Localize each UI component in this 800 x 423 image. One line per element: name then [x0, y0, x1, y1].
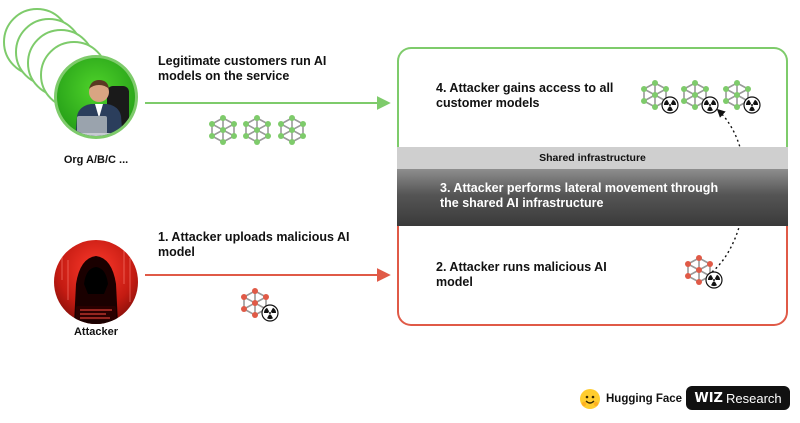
- running-malicious-model-icon: [684, 255, 723, 289]
- upload-malicious-caption: 1. Attacker uploads malicious AI model: [158, 230, 350, 259]
- wiz-mark: WIZ: [694, 390, 723, 406]
- model-icon: [277, 115, 307, 145]
- hugging-face-logo: Hugging Face: [580, 389, 682, 409]
- shared-infrastructure-band: [397, 169, 788, 226]
- shared-infrastructure-label: Shared infrastructure: [397, 147, 788, 169]
- businessman-avatar-icon: [54, 55, 138, 139]
- attacker-label: Attacker: [73, 326, 119, 338]
- step2-caption: 2. Attacker runs malicious AI model: [436, 260, 607, 289]
- compromised-model-icon: [640, 80, 679, 114]
- step4-caption: 4. Attacker gains access to all customer…: [436, 81, 614, 110]
- hugging-face-emoji-icon: [580, 389, 600, 409]
- model-icon: [208, 115, 238, 145]
- wiz-research-logo: WIZ Research: [686, 386, 790, 410]
- hugging-face-text: Hugging Face: [606, 393, 683, 405]
- hooded-hacker-avatar-icon: [54, 240, 138, 324]
- compromised-model-icon: [722, 80, 761, 114]
- wiz-research-text: Research: [725, 390, 782, 406]
- org-label: Org A/B/C ...: [63, 154, 129, 166]
- legit-customers-caption: Legitimate customers run AI models on th…: [158, 54, 327, 83]
- step3-caption: 3. Attacker performs lateral movement th…: [440, 181, 719, 210]
- compromised-model-icon: [680, 80, 719, 114]
- malicious-model-icon: [240, 288, 279, 322]
- attacker-model-box: [397, 226, 788, 326]
- model-icon: [242, 115, 272, 145]
- customer-models-box: [397, 47, 788, 175]
